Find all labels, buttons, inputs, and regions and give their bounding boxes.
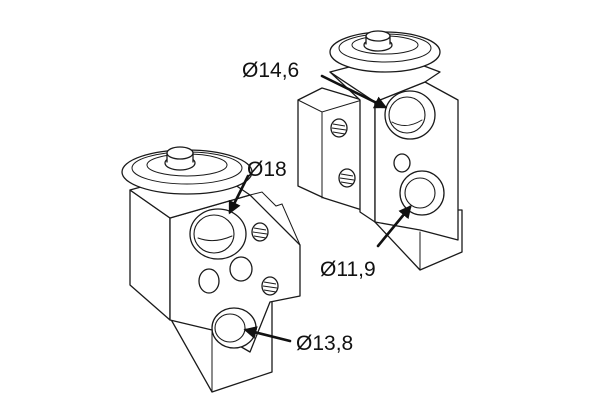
dimension-label-left-bottom: Ø13,8 <box>296 332 353 355</box>
left-middle-hole-1 <box>198 268 220 294</box>
left-middle-hole-2 <box>229 256 253 282</box>
right-valve-flange <box>297 87 363 211</box>
left-small-threaded-hole-bottom <box>261 276 279 296</box>
right-expansion-valve <box>297 30 463 271</box>
callout-right-bottom: Ø11,9 <box>320 204 412 281</box>
left-small-threaded-hole-top <box>251 222 269 242</box>
left-expansion-valve <box>121 146 301 393</box>
callout-right-top: Ø14,6 <box>242 59 388 109</box>
right-top-port <box>384 90 436 140</box>
leader-arrow-right-top <box>320 74 388 109</box>
right-flange-threaded-hole-bottom <box>338 168 356 188</box>
right-flange-threaded-hole-top <box>330 118 348 138</box>
left-top-port <box>189 208 247 260</box>
dimension-label-left-top: Ø18 <box>247 158 287 181</box>
leader-arrow-right-bottom <box>376 204 412 248</box>
leader-arrow-left-top <box>228 174 250 215</box>
dimension-label-right-top: Ø14,6 <box>242 59 299 82</box>
right-small-hole <box>393 153 411 173</box>
callout-left-bottom: Ø13,8 <box>243 326 353 355</box>
left-valve-cap <box>121 146 253 195</box>
callout-left-top: Ø18 <box>228 158 287 215</box>
right-valve-cap <box>329 30 441 73</box>
dimension-label-right-bottom: Ø11,9 <box>320 258 376 281</box>
leader-arrow-left-bottom <box>243 326 292 343</box>
right-bottom-port <box>399 170 445 216</box>
left-bottom-port <box>211 307 257 349</box>
